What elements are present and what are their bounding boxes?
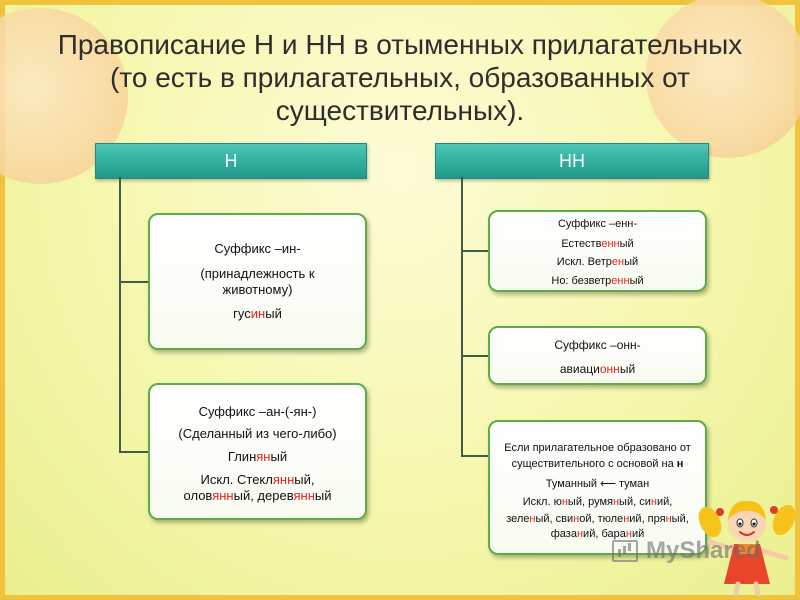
box-line: Суффикс –енн- xyxy=(490,217,705,231)
text-segment: Если прилагательное образовано от xyxy=(504,442,690,454)
text-segment: ий, xyxy=(657,496,672,508)
box-line: зеленый, свиной, тюлений, пряный, xyxy=(490,512,705,526)
text-segment: существительного с основой на xyxy=(512,458,677,470)
highlighted-letters: ян xyxy=(256,449,270,464)
text-segment: гус xyxy=(233,306,251,321)
box-line: Суффикс –ан-(-ян-) xyxy=(150,404,365,420)
text-segment: ый, xyxy=(294,472,314,487)
text-segment: Но: безветр xyxy=(551,275,611,287)
text-segment: ый, xyxy=(672,513,689,525)
text-segment: ый xyxy=(315,488,332,503)
suffix-in-box: Суффикс –ин- (принадлежность к животному… xyxy=(148,213,367,350)
highlighted-letters: ен xyxy=(612,256,624,268)
bold-letter: н xyxy=(677,458,684,470)
highlighted-letters: ин xyxy=(251,306,265,321)
text-segment: (Сделанный из чего-либо) xyxy=(178,426,336,441)
highlighted-letters: енн xyxy=(611,275,629,287)
highlighted-letters: янн xyxy=(212,488,233,503)
box-line: оловянный, деревянный xyxy=(150,488,365,504)
text-segment: авиаци xyxy=(560,362,600,376)
suffix-enn-box: Суффикс –енн- Естественный Искл. Ветрены… xyxy=(488,210,707,292)
highlighted-letters: енн xyxy=(601,238,619,250)
suffix-onn-box: Суффикс –онн- авиационный xyxy=(488,326,707,385)
connector-right-branch xyxy=(461,355,488,357)
text-segment: ый, сви xyxy=(536,513,574,525)
myshared-logo-icon xyxy=(612,540,638,562)
box-line: (Сделанный из чего-либо) xyxy=(150,426,365,442)
header-label: НН xyxy=(559,151,585,171)
text-segment: (принадлежность к xyxy=(200,266,314,281)
box-line: авиационный xyxy=(490,362,705,377)
connector-right-vertical xyxy=(461,177,463,457)
text-segment: ой, тюле xyxy=(579,513,623,525)
text-segment: Искл. Стекл xyxy=(201,472,273,487)
box-line: Искл. юный, румяный, синий, xyxy=(490,495,705,509)
text-segment: Искл. ю xyxy=(523,496,562,508)
title-line-1: Правописание Н и НН в отыменных прилагат… xyxy=(20,28,780,61)
box-line: Естественный xyxy=(490,237,705,251)
myshared-watermark: MyShared xyxy=(612,536,761,566)
box-line: гусиный xyxy=(150,306,365,322)
box-line: существительного с основой на н xyxy=(490,457,705,471)
text-segment: Глин xyxy=(228,449,256,464)
text-segment: Искл. Ветр xyxy=(557,256,612,268)
text-segment: Суффикс –онн- xyxy=(554,338,640,352)
text-segment: олов xyxy=(184,488,213,503)
text-segment: Суффикс –ин- xyxy=(214,241,300,256)
title-line-2: (то есть в прилагательных, образованных … xyxy=(20,61,780,94)
box-line: Искл. Стеклянный, xyxy=(150,472,365,488)
text-segment: ый xyxy=(630,275,644,287)
box-line: Туманный ⟵ туман xyxy=(490,477,705,491)
text-segment: ый xyxy=(270,449,287,464)
text-segment: ый xyxy=(265,306,282,321)
text-segment: ый xyxy=(620,238,634,250)
slide-title: Правописание Н и НН в отыменных прилагат… xyxy=(20,28,780,127)
box-line: Суффикс –ин- xyxy=(150,241,365,257)
box-line: (принадлежность к xyxy=(150,266,365,282)
box-line: Искл. Ветреный xyxy=(490,255,705,269)
box-line: Но: безветренный xyxy=(490,274,705,288)
text-segment: ый xyxy=(620,362,635,376)
stem-n-box: Если прилагательное образовано от сущест… xyxy=(488,420,707,555)
text-segment: ый xyxy=(624,256,638,268)
connector-left-branch xyxy=(119,451,148,453)
box-line: Если прилагательное образовано от xyxy=(490,441,705,455)
header-label: Н xyxy=(225,151,238,171)
text-segment: ый, румя xyxy=(568,496,613,508)
highlighted-letters: янн xyxy=(293,488,314,503)
text-segment: Суффикс –ан-(-ян-) xyxy=(199,404,317,419)
watermark-text: MyShared xyxy=(646,537,761,565)
connector-right-branch xyxy=(461,250,488,252)
connector-left-branch xyxy=(119,281,148,283)
text-segment: фаза xyxy=(551,528,577,540)
suffix-an-yan-box: Суффикс –ан-(-ян-) (Сделанный из чего-ли… xyxy=(148,383,367,520)
text-segment: зеле xyxy=(506,513,529,525)
text-segment: Естеств xyxy=(561,238,601,250)
text-segment: ий, пря xyxy=(629,513,665,525)
text-segment: Суффикс –енн- xyxy=(558,218,637,230)
box-line: Суффикс –онн- xyxy=(490,338,705,353)
highlighted-letters: янн xyxy=(273,472,294,487)
title-line-3: существительных). xyxy=(20,94,780,127)
box-line: Глиняный xyxy=(150,449,365,465)
highlighted-letters: онн xyxy=(600,362,620,376)
text-segment: Туманный ⟵ туман xyxy=(546,478,650,490)
header-double-nn: НН xyxy=(435,143,709,179)
box-line: животному) xyxy=(150,282,365,298)
text-segment: ый, си xyxy=(619,496,651,508)
connector-left-vertical xyxy=(119,177,121,453)
connector-right-branch xyxy=(461,455,488,457)
header-single-n: Н xyxy=(95,143,367,179)
text-segment: ый, дерев xyxy=(234,488,294,503)
text-segment: животному) xyxy=(223,282,293,297)
